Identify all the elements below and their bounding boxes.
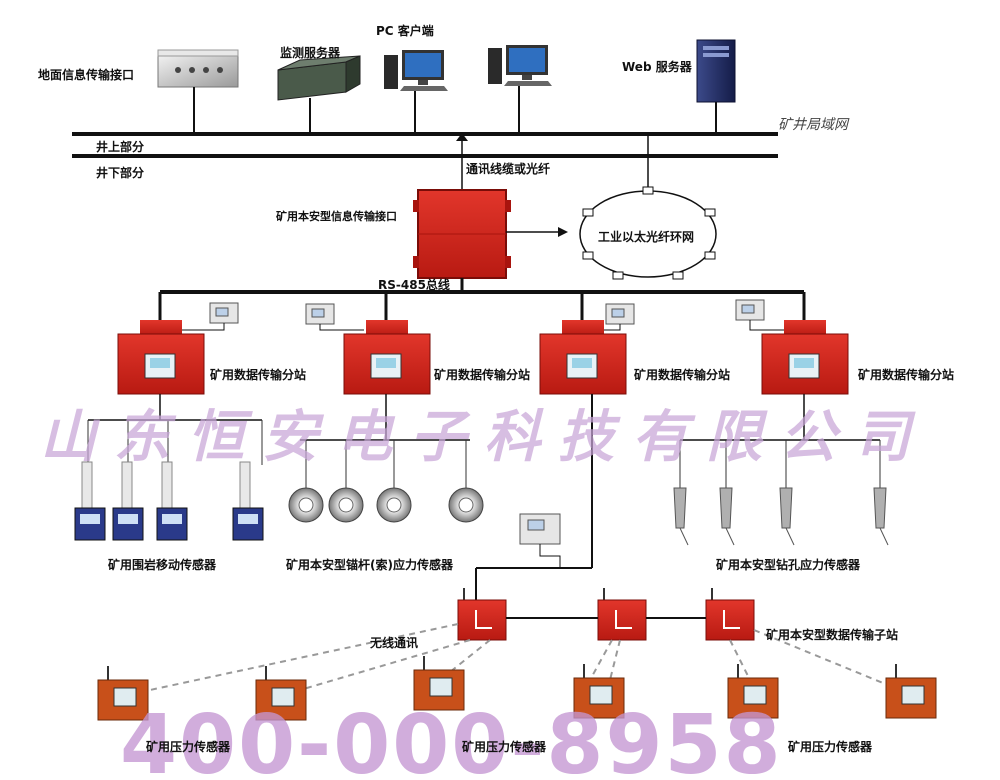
wireless-substation-3	[705, 588, 755, 641]
pc-client-2	[488, 45, 552, 86]
wireless-label: 无线通讯	[370, 636, 419, 650]
substation-3-label: 矿用数据传输分站	[634, 368, 731, 382]
pc-client-1	[384, 50, 448, 91]
ground-interface-label: 地面信息传输接口	[38, 68, 135, 82]
rock-sensors	[74, 420, 264, 541]
substation-1-label: 矿用数据传输分站	[210, 368, 307, 382]
borehole-sensors	[673, 440, 889, 546]
intrinsic-interface-box	[413, 189, 511, 279]
web-server-tower	[696, 39, 736, 103]
below-ground-label: 井下部分	[96, 166, 145, 180]
pressure-sensor-label-1: 矿用压力传感器	[146, 740, 231, 754]
junction-box-5	[519, 513, 561, 568]
junction-box-3	[604, 303, 635, 331]
wireless-substation-1	[457, 588, 507, 641]
monitor-server-device	[277, 55, 361, 101]
pressure-sensor-label-2: 矿用压力传感器	[462, 740, 547, 754]
pressure-sensors	[97, 656, 937, 721]
junction-box-4	[735, 299, 786, 331]
web-server-label: Web 服务器	[622, 60, 692, 74]
wireless-substation-label: 矿用本安型数据传输子站	[766, 628, 899, 642]
pressure-sensor-label-3: 矿用压力传感器	[788, 740, 873, 754]
wireless-substation-2	[597, 588, 647, 641]
substation-2	[343, 320, 431, 395]
company-watermark: 山东恒安电子科技有限公司	[40, 404, 928, 470]
junction-box-1	[178, 302, 239, 331]
anchor-sensor-label: 矿用本安型锚杆(索)应力传感器	[286, 558, 453, 572]
ground-interface-device	[157, 49, 239, 88]
junction-box-2	[305, 303, 364, 331]
substation-1	[117, 320, 205, 395]
mine-lan-label: 矿井局域网	[778, 117, 848, 133]
ethernet-ring-label: 工业以太光纤环网	[598, 230, 695, 244]
comm-cable-label: 通讯线缆或光纤	[466, 162, 551, 176]
rock-sensor-label: 矿用围岩移动传感器	[108, 558, 217, 572]
substation-4	[761, 320, 849, 395]
above-ground-label: 井上部分	[96, 140, 145, 154]
monitor-server-label: 监测服务器	[280, 46, 341, 60]
substation-2-label: 矿用数据传输分站	[434, 368, 531, 382]
substation-3	[539, 320, 627, 395]
substation-4-label: 矿用数据传输分站	[858, 368, 955, 382]
rs485-label: RS-485总线	[378, 278, 450, 292]
anchor-sensors	[288, 440, 484, 523]
phone-watermark: 400-000-8958	[120, 698, 783, 780]
wireless-links	[149, 623, 901, 691]
borehole-sensor-label: 矿用本安型钻孔应力传感器	[716, 558, 861, 572]
intrinsic-interface-label: 矿用本安型信息传输接口	[276, 210, 397, 223]
pc-client-label: PC 客户端	[376, 24, 434, 38]
